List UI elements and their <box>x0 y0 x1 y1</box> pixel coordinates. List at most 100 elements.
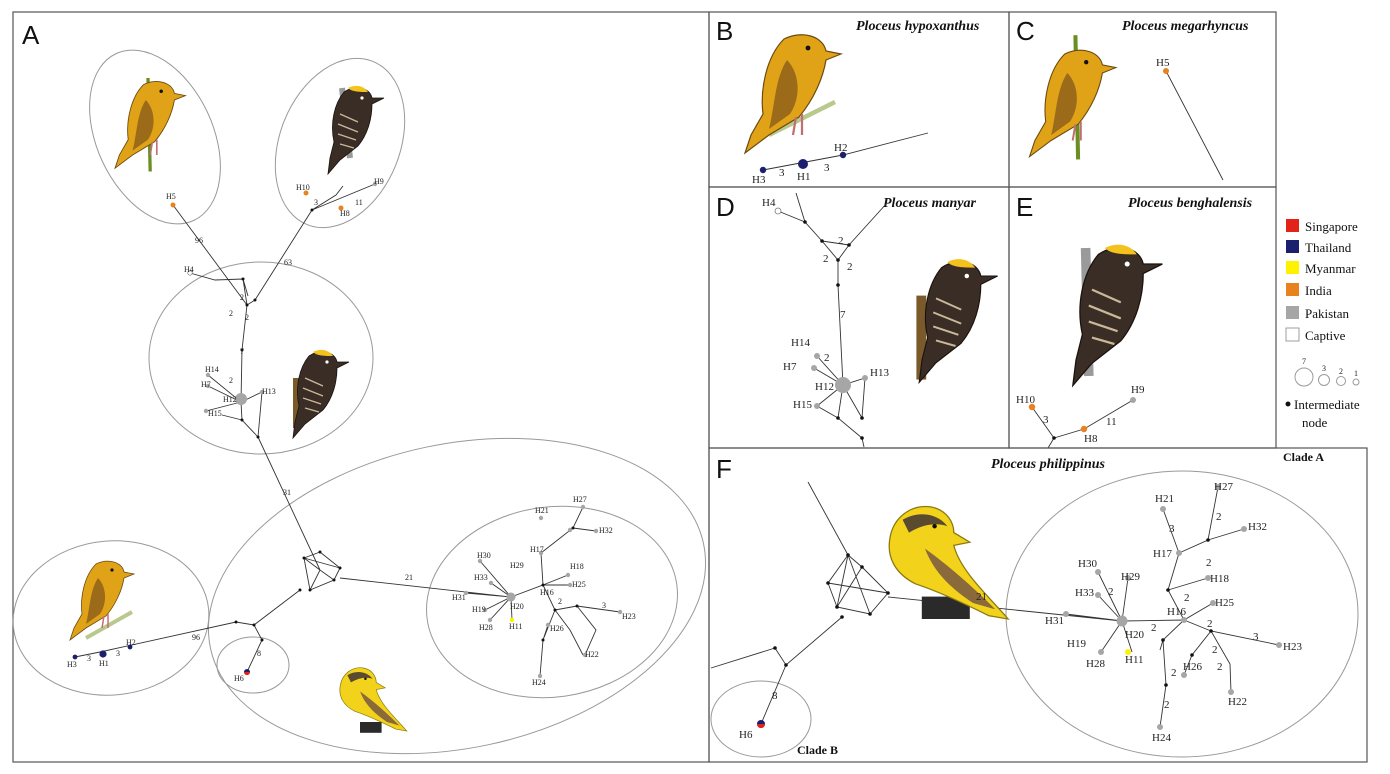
svg-text:H27: H27 <box>1214 481 1233 493</box>
panel-a-bird-hypoxanthus <box>69 560 135 641</box>
svg-text:H16: H16 <box>1167 606 1186 618</box>
panel-e-network: H10 H8 H9 3 11 <box>1016 384 1145 449</box>
legend: Singapore Thailand Myanmar India Pakista… <box>1285 219 1360 430</box>
svg-text:H32: H32 <box>1248 521 1267 533</box>
panel-a-bird-megarhyncus <box>114 77 187 172</box>
svg-text:H10: H10 <box>296 183 310 192</box>
svg-text:H18: H18 <box>570 562 584 571</box>
svg-text:H8: H8 <box>340 209 350 218</box>
svg-text:H11: H11 <box>1125 654 1144 666</box>
svg-text:H30: H30 <box>1078 558 1097 570</box>
svg-text:2: 2 <box>1171 667 1177 679</box>
panel-a-bird-benghalensis <box>327 85 385 175</box>
panel-a-labels: H5 H4 H10 H8 H9 H14 H7 H12 H13 H15 H3 H1… <box>67 177 636 687</box>
panel-e-species: Ploceus benghalensis <box>1128 196 1253 211</box>
panel-f-bird <box>888 505 1010 620</box>
svg-text:H19: H19 <box>472 605 486 614</box>
panel-a-label: A <box>22 20 40 50</box>
legend-myanmar: Myanmar <box>1305 261 1356 276</box>
panel-a-edges <box>74 183 621 677</box>
svg-text:H31: H31 <box>1045 615 1064 627</box>
clade-a-label: Clade A <box>1283 450 1324 464</box>
svg-text:H33: H33 <box>474 573 488 582</box>
svg-text:H1: H1 <box>797 171 810 183</box>
panel-f-label: F <box>716 454 732 484</box>
svg-text:7: 7 <box>1302 357 1306 366</box>
panel-a-bird-manyar <box>292 349 350 439</box>
svg-text:H14: H14 <box>205 365 219 374</box>
panel-d-label: D <box>716 192 735 222</box>
svg-text:H23: H23 <box>622 612 636 621</box>
svg-text:H7: H7 <box>201 380 211 389</box>
panel-b-label: B <box>716 16 733 46</box>
svg-text:3: 3 <box>314 198 318 207</box>
panel-b-species: Ploceus hypoxanthus <box>856 19 980 34</box>
svg-text:H21: H21 <box>535 506 549 515</box>
svg-text:H2: H2 <box>126 638 136 647</box>
panel-f-species: Ploceus philippinus <box>991 457 1106 472</box>
svg-text:H9: H9 <box>1131 384 1145 396</box>
svg-text:H8: H8 <box>1084 433 1098 445</box>
svg-text:Intermediate: Intermediate <box>1294 397 1360 412</box>
svg-text:3: 3 <box>602 601 606 610</box>
svg-text:2: 2 <box>1164 699 1170 711</box>
svg-text:3: 3 <box>824 162 830 174</box>
svg-text:96: 96 <box>195 236 203 245</box>
svg-text:H20: H20 <box>510 602 524 611</box>
svg-text:H17: H17 <box>1153 548 1172 560</box>
svg-text:H29: H29 <box>510 561 524 570</box>
svg-text:2: 2 <box>1151 622 1157 634</box>
svg-text:2: 2 <box>1216 511 1222 523</box>
svg-text:2: 2 <box>240 293 244 302</box>
panel-c-species: Ploceus megarhyncus <box>1122 19 1249 34</box>
svg-text:96: 96 <box>192 633 200 642</box>
panel-a-rings <box>12 49 707 755</box>
svg-text:3: 3 <box>1253 631 1259 643</box>
svg-text:H33: H33 <box>1075 587 1094 599</box>
svg-text:H12: H12 <box>223 395 237 404</box>
svg-text:H22: H22 <box>1228 696 1247 708</box>
svg-text:H22: H22 <box>585 650 599 659</box>
svg-text:H3: H3 <box>67 660 77 669</box>
svg-text:2: 2 <box>1108 586 1114 598</box>
svg-text:H26: H26 <box>550 624 564 633</box>
svg-text:H32: H32 <box>599 526 613 535</box>
svg-text:H28: H28 <box>479 623 493 632</box>
svg-text:7: 7 <box>240 347 244 356</box>
panel-b-bird <box>743 33 843 155</box>
svg-text:H28: H28 <box>1086 658 1105 670</box>
svg-text:H21: H21 <box>1155 493 1174 505</box>
panel-c-network: H5 <box>1156 57 1224 181</box>
svg-text:2: 2 <box>1206 557 1212 569</box>
svg-text:8: 8 <box>257 649 261 658</box>
svg-text:H31: H31 <box>452 593 466 602</box>
svg-text:H14: H14 <box>791 337 810 349</box>
legend-thailand: Thailand <box>1305 240 1352 255</box>
svg-text:2: 2 <box>1339 367 1343 376</box>
svg-text:H1: H1 <box>99 659 109 668</box>
panel-c-label: C <box>1016 16 1035 46</box>
svg-text:H10: H10 <box>1016 394 1035 406</box>
svg-text:2: 2 <box>1184 592 1190 604</box>
svg-text:H12: H12 <box>815 381 834 393</box>
panel-e-border <box>1008 186 1277 449</box>
svg-text:H25: H25 <box>1215 597 1234 609</box>
svg-text:21: 21 <box>976 591 987 603</box>
svg-text:H24: H24 <box>532 678 546 687</box>
svg-text:H5: H5 <box>1156 57 1170 69</box>
svg-text:3: 3 <box>779 167 785 179</box>
svg-text:2: 2 <box>823 253 829 265</box>
panel-b-network: H3 H1 H2 3 3 <box>752 132 929 186</box>
svg-text:2: 2 <box>245 313 249 322</box>
svg-text:2: 2 <box>824 352 830 364</box>
svg-text:H29: H29 <box>1121 571 1140 583</box>
svg-text:H25: H25 <box>572 580 586 589</box>
svg-text:3: 3 <box>1043 414 1049 426</box>
svg-text:H15: H15 <box>793 399 812 411</box>
svg-text:7: 7 <box>840 309 846 321</box>
svg-text:1: 1 <box>1354 369 1358 378</box>
svg-text:2: 2 <box>838 235 844 247</box>
panel-a-nodes <box>72 181 623 679</box>
svg-text:3: 3 <box>116 649 120 658</box>
svg-text:2: 2 <box>558 597 562 606</box>
